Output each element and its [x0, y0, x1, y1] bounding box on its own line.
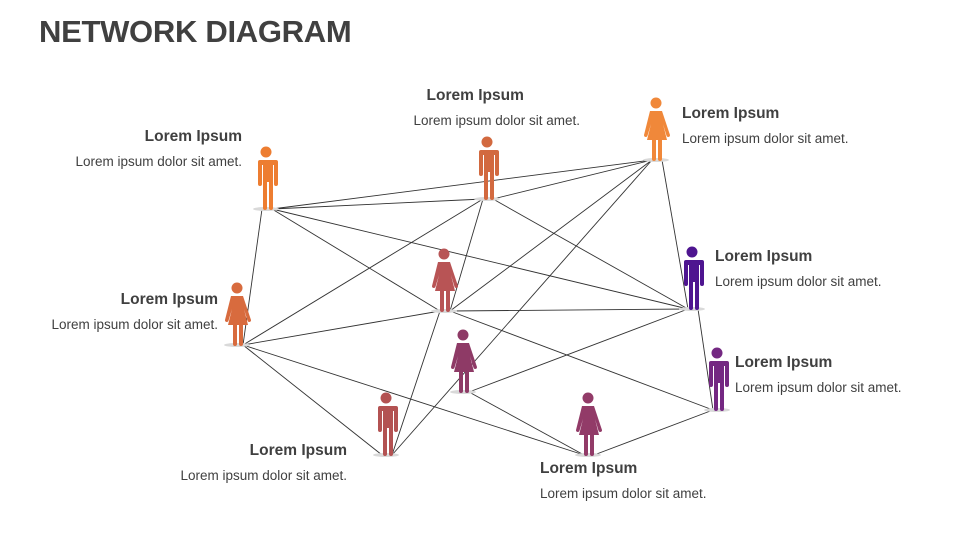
edge-D-F: [449, 308, 689, 312]
female-person-icon-G: [450, 329, 478, 394]
node-label-J: Lorem Ipsum Lorem ipsum dolor sit amet.: [540, 459, 707, 504]
edge-A-D: [271, 208, 689, 310]
edge-G-J: [468, 391, 585, 456]
edge-C-I: [391, 159, 653, 456]
edge-A-C: [271, 159, 653, 210]
edge-C-F: [449, 159, 653, 312]
node-label-B: Lorem Ipsum Lorem ipsum dolor sit amet.: [413, 86, 580, 131]
edge-A-F: [271, 208, 441, 312]
node-description: Lorem ipsum dolor sit amet.: [735, 380, 902, 395]
edge-H-J: [593, 409, 714, 456]
edge-F-H: [449, 310, 714, 411]
node-label-E: Lorem Ipsum Lorem ipsum dolor sit amet.: [51, 290, 218, 335]
edge-B-C: [492, 159, 653, 200]
edge-F-I: [391, 310, 441, 456]
edge-A-B: [271, 198, 484, 210]
edge-B-D: [492, 198, 689, 310]
male-person-icon-I: [373, 392, 399, 457]
male-person-icon-A: [253, 146, 279, 211]
node-heading: Lorem Ipsum: [715, 248, 813, 265]
node-description: Lorem ipsum dolor sit amet.: [51, 317, 218, 332]
node-heading: Lorem Ipsum: [426, 87, 524, 104]
female-person-icon-F: [431, 248, 459, 313]
edge-E-F: [242, 310, 441, 346]
female-person-icon-J: [575, 392, 603, 457]
node-label-D: Lorem Ipsum Lorem ipsum dolor sit amet.: [715, 247, 882, 292]
node-description: Lorem ipsum dolor sit amet.: [540, 486, 707, 501]
node-label-I: Lorem Ipsum Lorem ipsum dolor sit amet.: [180, 441, 347, 486]
page-title: NETWORK DIAGRAM: [39, 14, 352, 49]
male-person-icon-B: [474, 136, 500, 201]
node-heading: Lorem Ipsum: [249, 442, 347, 459]
edges-layer: [242, 159, 714, 456]
node-label-C: Lorem Ipsum Lorem ipsum dolor sit amet.: [682, 104, 849, 149]
node-heading: Lorem Ipsum: [144, 128, 242, 145]
figures-layer: [224, 97, 730, 457]
edge-C-D: [661, 159, 689, 310]
male-person-icon-D: [679, 246, 705, 311]
node-description: Lorem ipsum dolor sit amet.: [180, 468, 347, 483]
node-description: Lorem ipsum dolor sit amet.: [682, 131, 849, 146]
figure-shadow: [224, 343, 250, 347]
figure-shadow: [643, 158, 669, 162]
edge-B-F: [449, 198, 484, 312]
edge-E-J: [242, 344, 585, 456]
figure-shadow: [431, 309, 457, 313]
node-heading: Lorem Ipsum: [682, 105, 780, 122]
node-label-A: Lorem Ipsum Lorem ipsum dolor sit amet.: [75, 127, 242, 172]
node-description: Lorem ipsum dolor sit amet.: [715, 274, 882, 289]
figure-shadow: [450, 390, 476, 394]
male-person-icon-H: [704, 347, 730, 412]
edge-D-G: [468, 308, 689, 393]
figure-shadow: [575, 453, 601, 457]
edge-E-I: [242, 344, 383, 456]
node-heading: Lorem Ipsum: [735, 354, 833, 371]
node-label-H: Lorem Ipsum Lorem ipsum dolor sit amet.: [735, 353, 902, 398]
node-description: Lorem ipsum dolor sit amet.: [413, 113, 580, 128]
node-heading: Lorem Ipsum: [540, 460, 638, 477]
edge-D-H: [697, 308, 714, 411]
female-person-icon-E: [224, 282, 252, 347]
female-person-icon-C: [643, 97, 671, 162]
edge-B-E: [242, 198, 484, 346]
node-description: Lorem ipsum dolor sit amet.: [75, 154, 242, 169]
node-heading: Lorem Ipsum: [120, 291, 218, 308]
